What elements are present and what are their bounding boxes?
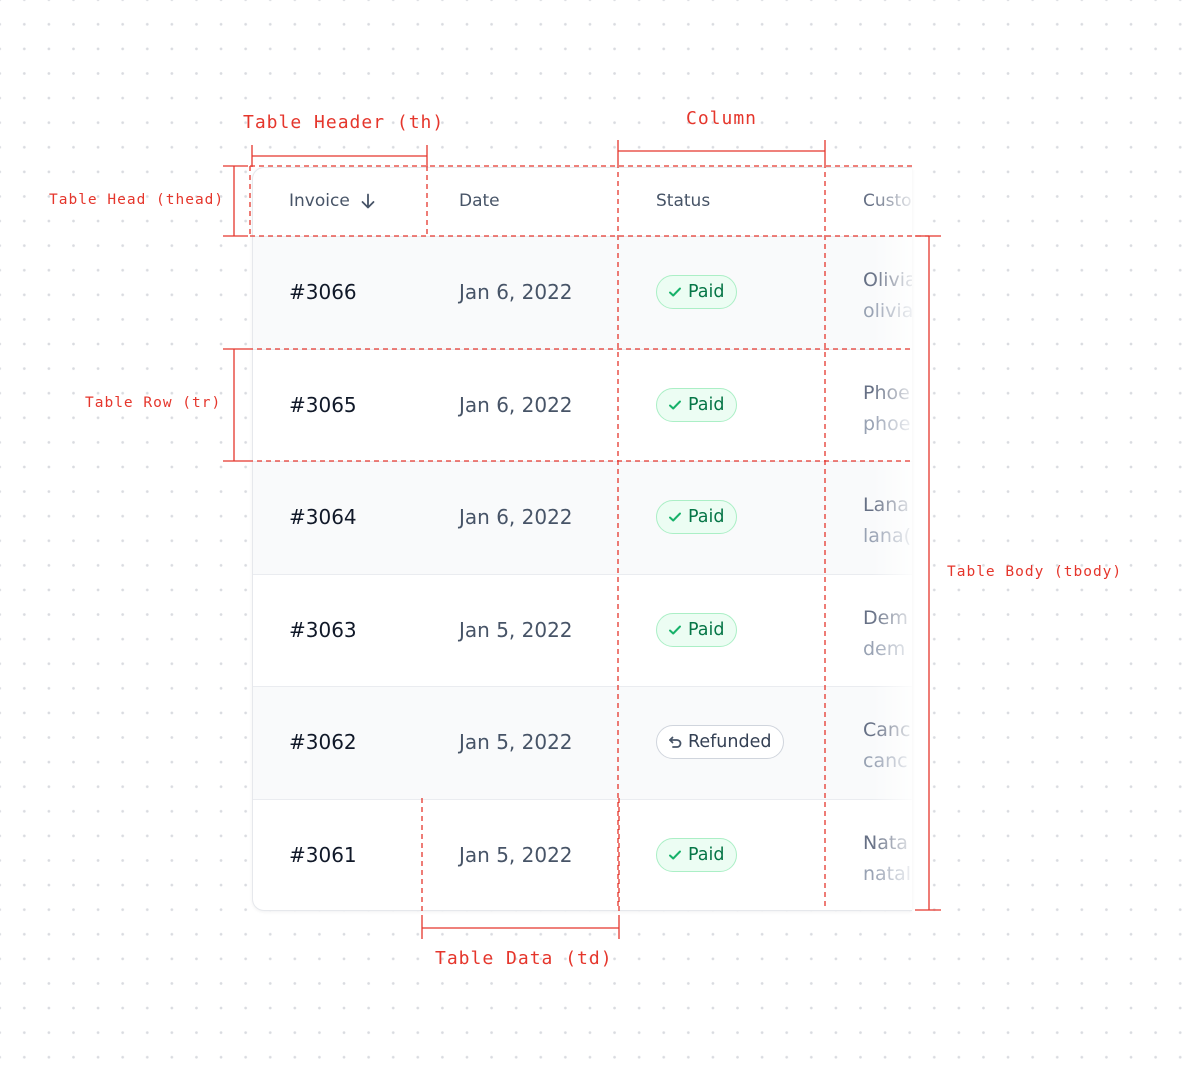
table-row[interactable]: #3061 Jan 5, 2022 Paid Nata natal xyxy=(253,800,912,911)
cell-status: Paid xyxy=(656,275,738,309)
cell-customer: Canc canc xyxy=(863,715,910,777)
table-row[interactable]: #3063 Jan 5, 2022 Paid Dem dem xyxy=(253,575,912,687)
customer-email: canc xyxy=(863,750,908,772)
table-row[interactable]: #3064 Jan 6, 2022 Paid Lana lana( xyxy=(253,462,912,575)
header-invoice[interactable]: Invoice xyxy=(289,191,378,211)
cell-date: Jan 5, 2022 xyxy=(459,730,573,754)
customer-name: Canc xyxy=(863,719,911,741)
customer-email: lana( xyxy=(863,525,912,547)
status-label: Refunded xyxy=(688,732,772,752)
check-icon xyxy=(669,512,681,522)
cell-date: Jan 5, 2022 xyxy=(459,617,573,642)
annotation-table-data: Table Data (td) xyxy=(435,948,613,969)
cell-status: Refunded xyxy=(656,725,785,759)
table-row[interactable]: #3062 Jan 5, 2022 Refunded Canc canc xyxy=(253,687,912,800)
annotation-table-header: Table Header (th) xyxy=(243,112,445,133)
check-icon xyxy=(669,850,681,859)
status-badge: Paid xyxy=(656,387,738,422)
header-invoice-label: Invoice xyxy=(289,191,350,211)
customer-name: Olivia xyxy=(863,269,912,291)
annotation-table-head: Table Head (thead) xyxy=(49,192,225,208)
status-badge: Paid xyxy=(656,837,738,872)
arrow-down-icon xyxy=(361,193,375,209)
cell-customer: Olivia olivia xyxy=(863,265,912,327)
annotation-column: Column xyxy=(686,108,758,129)
status-label: Paid xyxy=(688,619,725,640)
cell-date: Jan 6, 2022 xyxy=(459,505,573,529)
cell-customer: Lana lana( xyxy=(863,490,911,552)
customer-name: Lana xyxy=(863,494,909,516)
cell-invoice: #3063 xyxy=(289,617,357,642)
annotation-table-body: Table Body (tbody) xyxy=(947,564,1123,580)
cell-status: Paid xyxy=(656,387,738,422)
customer-name: Phoe xyxy=(863,381,910,404)
cell-status: Paid xyxy=(656,837,738,872)
cell-customer: Nata natal xyxy=(863,828,911,890)
customer-name: Dem xyxy=(863,606,908,629)
status-badge: Paid xyxy=(656,500,738,534)
customer-email: olivia xyxy=(863,300,912,322)
check-icon xyxy=(669,400,681,409)
customer-email: natal xyxy=(863,862,912,885)
status-badge: Refunded xyxy=(656,725,785,759)
table-row[interactable]: #3065 Jan 6, 2022 Paid Phoe phoe xyxy=(253,350,912,462)
cell-date: Jan 6, 2022 xyxy=(459,280,573,304)
customer-email: dem xyxy=(863,637,906,660)
annotation-table-row: Table Row (tr) xyxy=(85,395,222,411)
check-icon xyxy=(669,625,681,634)
status-label: Paid xyxy=(688,282,725,302)
cell-customer: Dem dem xyxy=(863,603,908,665)
cell-invoice: #3065 xyxy=(289,392,357,417)
status-label: Paid xyxy=(688,844,725,865)
check-icon xyxy=(669,287,681,297)
customer-email: phoe xyxy=(863,412,911,435)
status-badge: Paid xyxy=(656,612,738,647)
cell-invoice: #3061 xyxy=(289,842,357,867)
cell-customer: Phoe phoe xyxy=(863,378,910,440)
header-date[interactable]: Date xyxy=(459,191,500,211)
table-row[interactable]: #3066 Jan 6, 2022 Paid Olivia olivia xyxy=(253,237,912,350)
table-head: Invoice Date Status Custo xyxy=(253,168,912,237)
cell-invoice: #3062 xyxy=(289,730,357,754)
status-badge: Paid xyxy=(656,275,738,309)
header-status[interactable]: Status xyxy=(656,191,711,211)
customer-name: Nata xyxy=(863,831,908,854)
cell-invoice: #3066 xyxy=(289,280,357,304)
refund-arrow-icon xyxy=(669,736,682,748)
status-label: Paid xyxy=(688,394,725,415)
cell-invoice: #3064 xyxy=(289,505,357,529)
cell-status: Paid xyxy=(656,612,738,647)
header-customer[interactable]: Custo xyxy=(863,191,912,211)
cell-status: Paid xyxy=(656,500,738,534)
cell-date: Jan 6, 2022 xyxy=(459,392,573,417)
cell-date: Jan 5, 2022 xyxy=(459,842,573,867)
status-label: Paid xyxy=(688,507,725,527)
